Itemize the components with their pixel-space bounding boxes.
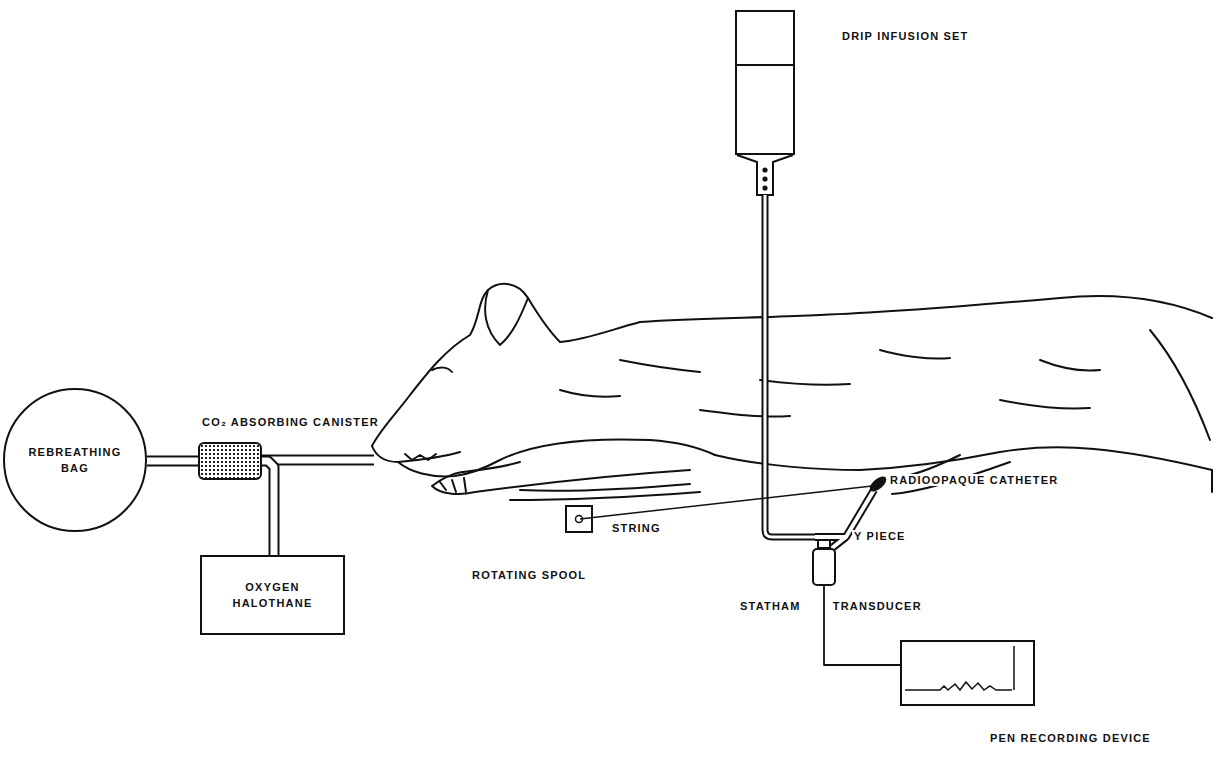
connector-line	[147, 458, 198, 465]
connector-line	[262, 461, 274, 555]
box-label: REBREATHING BAG	[15, 444, 135, 477]
drip-chamber	[737, 65, 793, 195]
dog-outline	[372, 284, 1212, 500]
infusion-line	[765, 195, 815, 537]
connector-line	[147, 456, 198, 467]
connector-line	[262, 461, 274, 555]
part-label: DRIP INFUSION SET	[842, 28, 969, 45]
tube-connector	[262, 461, 274, 555]
part-label: ROTATING SPOOL	[472, 567, 586, 584]
rebreathing-bag: REBREATHING BAG	[3, 388, 147, 532]
gas-supply-box: OXYGEN HALOTHANE	[200, 555, 345, 635]
part-label: RADIOOPAQUE CATHETER	[888, 474, 1060, 486]
transducer-knob	[818, 540, 830, 548]
pen-trace	[905, 646, 1014, 690]
part-label: PEN RECORDING DEVICE	[990, 730, 1151, 747]
cable-connector	[824, 586, 900, 665]
pen-recorder: PEN RECORDING DEVICE	[900, 640, 1035, 706]
drip-bottle: DRIP INFUSION SET	[735, 10, 795, 155]
spool-hub	[576, 516, 583, 523]
spool-hub	[567, 507, 591, 531]
part-label: STRING	[610, 522, 663, 534]
tube-connector	[147, 461, 198, 462]
rotating-spool: ROTATING SPOOL	[565, 505, 593, 533]
part-label: STATHAM TRANSDUCER	[740, 598, 922, 615]
part-label: CO₂ ABSORBING CANISTER	[202, 414, 379, 431]
string-line	[580, 486, 872, 519]
airway-tube	[262, 460, 374, 461]
co2-canister: CO₂ ABSORBING CANISTER	[198, 442, 262, 480]
statham-transducer: STATHAM TRANSDUCER	[812, 548, 836, 586]
box-label: OXYGEN HALOTHANE	[212, 579, 333, 612]
connector-line	[824, 586, 900, 665]
catheter	[867, 474, 889, 495]
part-label: Y PIECE	[852, 530, 908, 542]
